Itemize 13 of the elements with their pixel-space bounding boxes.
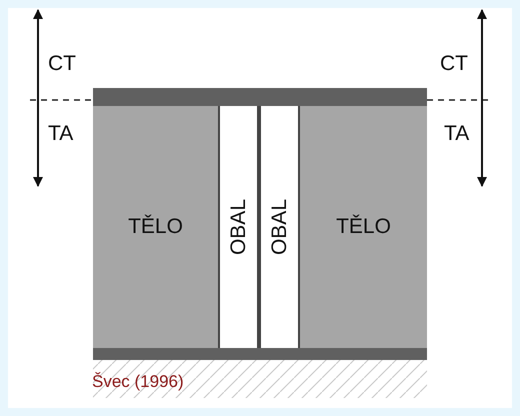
layer-label: OBAL	[268, 198, 292, 256]
zone-label: CT	[48, 52, 76, 76]
body-block	[300, 106, 427, 348]
layer-strip	[259, 106, 300, 348]
body-label: TĚLO	[128, 215, 183, 239]
body-block	[93, 106, 218, 348]
zone-label: TA	[444, 122, 470, 146]
layer-label: OBAL	[226, 198, 250, 256]
zone-label: TA	[48, 122, 74, 146]
source-caption: Švec (1996)	[92, 372, 184, 392]
layer-strip	[218, 106, 259, 348]
zone-label: CT	[440, 52, 468, 76]
body-label: TĚLO	[336, 215, 391, 239]
